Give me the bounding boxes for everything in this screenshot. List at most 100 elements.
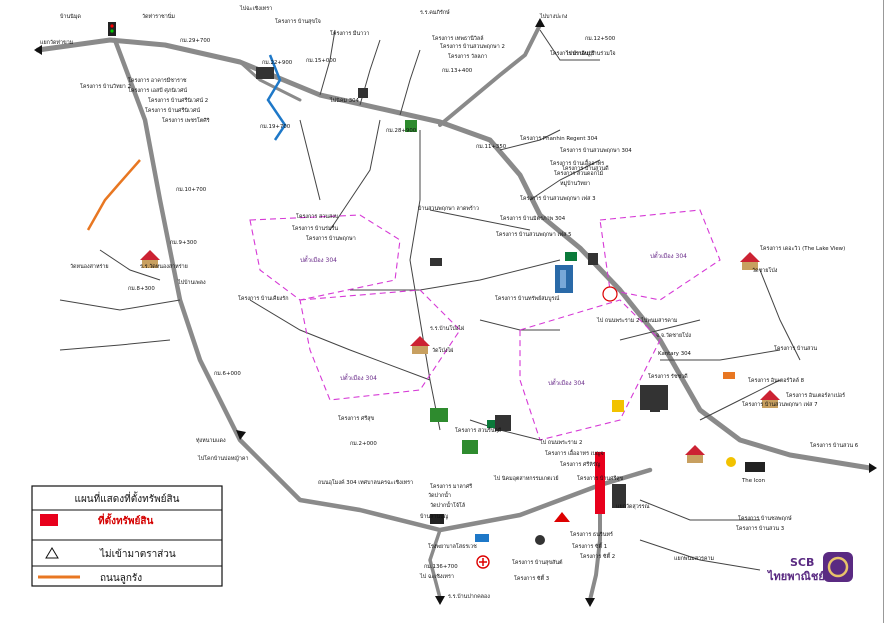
place-label: โครงการ เทพธานีวิลล์ (432, 35, 484, 42)
place-label: โครงการ บ้านสุขสันต์ (512, 559, 563, 566)
place-label: ไป ฉะเชิงเทรา (419, 573, 454, 580)
place-label: โครงการ อินเตอร์ลาเปอร์ (786, 392, 845, 399)
place-label: โครงการ บ้านสวนดี (562, 165, 609, 172)
place-label: โครงการ มาลาศรี (430, 483, 472, 490)
zone-label: ปตั้วเมือง 304 (548, 377, 585, 387)
place-labels: บ้านนิมุดแยกวัดท่าขามวัดท่าราชานิ่มกม.29… (40, 5, 859, 600)
place-label: วัดโป่งไผ่ (432, 347, 453, 354)
place-label: กม.8+300 (128, 286, 155, 292)
legend-scale-label: ไม่เข้ามาตราส่วน (99, 548, 176, 560)
place-label: กม.136+700 (424, 564, 458, 570)
zone-label: ปตั้วเมือง 304 (650, 250, 687, 260)
place-label: กม.12+500 (585, 36, 616, 42)
place-label: ร.ร.บ้านปากคลอง (448, 593, 490, 600)
place-label: บ้านสวนพฤกษา ลาดพร้าว (418, 205, 479, 212)
place-label: จ.จ.วัดชายโป่ง (656, 332, 691, 339)
place-label: ไป ถนนพระราม 2 ไปพนมสารคาม (596, 317, 678, 324)
place-label: วัดปากน้ำโจ้โล้ (430, 501, 465, 509)
place-label: วัดท่าราชานิ่ม (142, 12, 175, 20)
place-label: ไป นิคมอุตสาหกรรมเกตเวย์ (493, 475, 559, 482)
legend-laterite-label: ถนนลูกรัง (100, 573, 142, 584)
place-label: The Icon (741, 478, 765, 484)
place-label: โครงการ ศรีสุข (338, 415, 375, 422)
place-label: โครงการ บ้านเคียงรัก (238, 295, 288, 302)
place-label: กม.6+000 (214, 371, 241, 377)
main-roads (35, 23, 873, 602)
place-label: โครงการ เอสบี ศุภนิเวศน์ (128, 87, 187, 94)
place-label: Kantary 304 (658, 351, 692, 357)
place-label: กม.19+700 (260, 124, 291, 130)
place-label: ร.ร.บ้านโป่งไผ่ (430, 325, 464, 332)
place-label: โครงการ ซิตี้ 1 (572, 542, 607, 550)
place-label: โครงการ บ้านศรีสุข (577, 475, 624, 482)
place-label: โครงการ บ้านวิทยา 2 (80, 83, 131, 90)
place-label: โครงการ รัชชวดี (648, 373, 688, 380)
place-label: ไปนิคม 304 (329, 97, 360, 104)
place-label: ร.ร.วัดหนองสาหร่าย (140, 263, 188, 270)
direction-arrows (34, 18, 877, 607)
place-label: โครงการ บ้านทรัพย์สมบูรณ์ (495, 295, 559, 302)
place-label: โครงการ ซิตี้ 2 (580, 552, 615, 560)
laterite-road (86, 159, 141, 231)
temple-icons (140, 250, 780, 463)
place-label: โครงการ มีนาวา (330, 30, 369, 37)
place-label: ทุ่งหนามแดง (196, 438, 226, 444)
place-label: ถนนอุโมงค์ 304 เทศบาลนครฉะเชิงเทรา (318, 479, 413, 486)
place-label: โครงการ เอื้ออาทร เบญจ (545, 449, 604, 457)
place-label: โครงการ บ้านสวนพฤกษา 304 (560, 147, 632, 154)
place-label: โครงการ บ้านมิตรภาพ 304 (500, 215, 566, 222)
place-label: วัดหนองสาหร่าย (70, 263, 109, 270)
place-label: โรงพยาบาลโสธรเวช (428, 543, 477, 550)
zones (249, 209, 721, 441)
zone-label: ปตั้วเมือง 304 (300, 254, 337, 264)
place-label: ไป ถนนพระราม 2 (539, 439, 582, 446)
place-label: กม.22+900 (262, 60, 293, 66)
place-label: โครงการ อินเตอร์วิลล์ 8 (748, 377, 805, 384)
place-label: วัดชายโป่ง (752, 267, 778, 274)
place-label: กม.2+000 (350, 441, 377, 447)
buildings (256, 67, 668, 508)
river (266, 54, 287, 141)
place-label: โครงการ เดอะวิว (The Lake View) (760, 245, 845, 252)
place-label: กม.15+000 (306, 58, 337, 64)
place-label: โครงการ บ้านสวนพฤกษา เฟส 3 (520, 195, 596, 202)
place-label: โครงการ บ้านสวน 3 (736, 525, 784, 532)
place-label: โครงการ ธนรินทร์ (570, 531, 613, 538)
place-label: โครงการ บ้านร่มรื่น (292, 224, 338, 232)
place-label: โครงการ บ้านหมู่บ้านร่วมใจ (550, 49, 616, 57)
place-label: กม.13+400 (442, 68, 473, 74)
legend-subject-label: ที่ตั้งทรัพย์สิน (98, 513, 153, 527)
place-label: ร.ร.คมภิรักษ์ (420, 9, 450, 16)
place-label: โครงการ สวนสงบ (296, 213, 339, 220)
place-label: กม.28+900 (386, 128, 417, 134)
subject-property[interactable] (595, 452, 605, 514)
school-icons (108, 22, 765, 569)
place-label: โครงการ บ้านสวน (774, 345, 817, 352)
legend-title: แผนที่แสดงที่ตั้งทรัพย์สิน (75, 491, 180, 505)
not-to-scale-icon (45, 547, 59, 559)
place-label: ไปฉะเชิงเทรา (239, 5, 272, 12)
place-label: โครงการ บ้านศรีนิเวศน์ (145, 107, 200, 114)
place-label: บ้านนิมุด (60, 13, 81, 20)
place-label: โครงการ สวนรื่นฤดี (455, 426, 502, 434)
place-label: โครงการ บ้านศรีนิเวศน์ 2 (148, 97, 208, 104)
legend-subject-swatch (40, 514, 58, 526)
place-label: ไปปราจีนบุรี (565, 50, 595, 57)
place-label: โครงการ บ้านสวนพฤกษา เฟส 7 (742, 401, 818, 408)
place-label: โครงการ Phanhin Regent 304 (520, 135, 598, 142)
place-label: โครงการ บ้านเอื้ออาทร (550, 159, 604, 167)
place-label: ไปบางปะกง (539, 13, 568, 20)
place-label: โครงการ บ้านสวนพฤกษา 2 (440, 43, 505, 50)
place-label: โครงการ บ้านสวนพฤกษา เฟส 5 (496, 231, 572, 238)
place-label: กม.9+300 (170, 240, 197, 246)
zone-labels: ปตั้วเมือง 304 ปตั้วเมือง 304 ปตั้วเมือง… (300, 250, 687, 387)
place-label: โครงการ อาคารมีชาราช (128, 77, 187, 84)
place-label: โครงการ สวนดอกไม้ (554, 170, 604, 177)
brand-thai: ไทยพาณิชย์ (766, 569, 825, 583)
place-label: โครงการ ซิตี้ 3 (514, 574, 549, 582)
place-label: แยกพนมสารคาม (674, 555, 715, 562)
place-label: กม.10+700 (176, 187, 207, 193)
place-label: กม.29+700 (180, 38, 211, 44)
